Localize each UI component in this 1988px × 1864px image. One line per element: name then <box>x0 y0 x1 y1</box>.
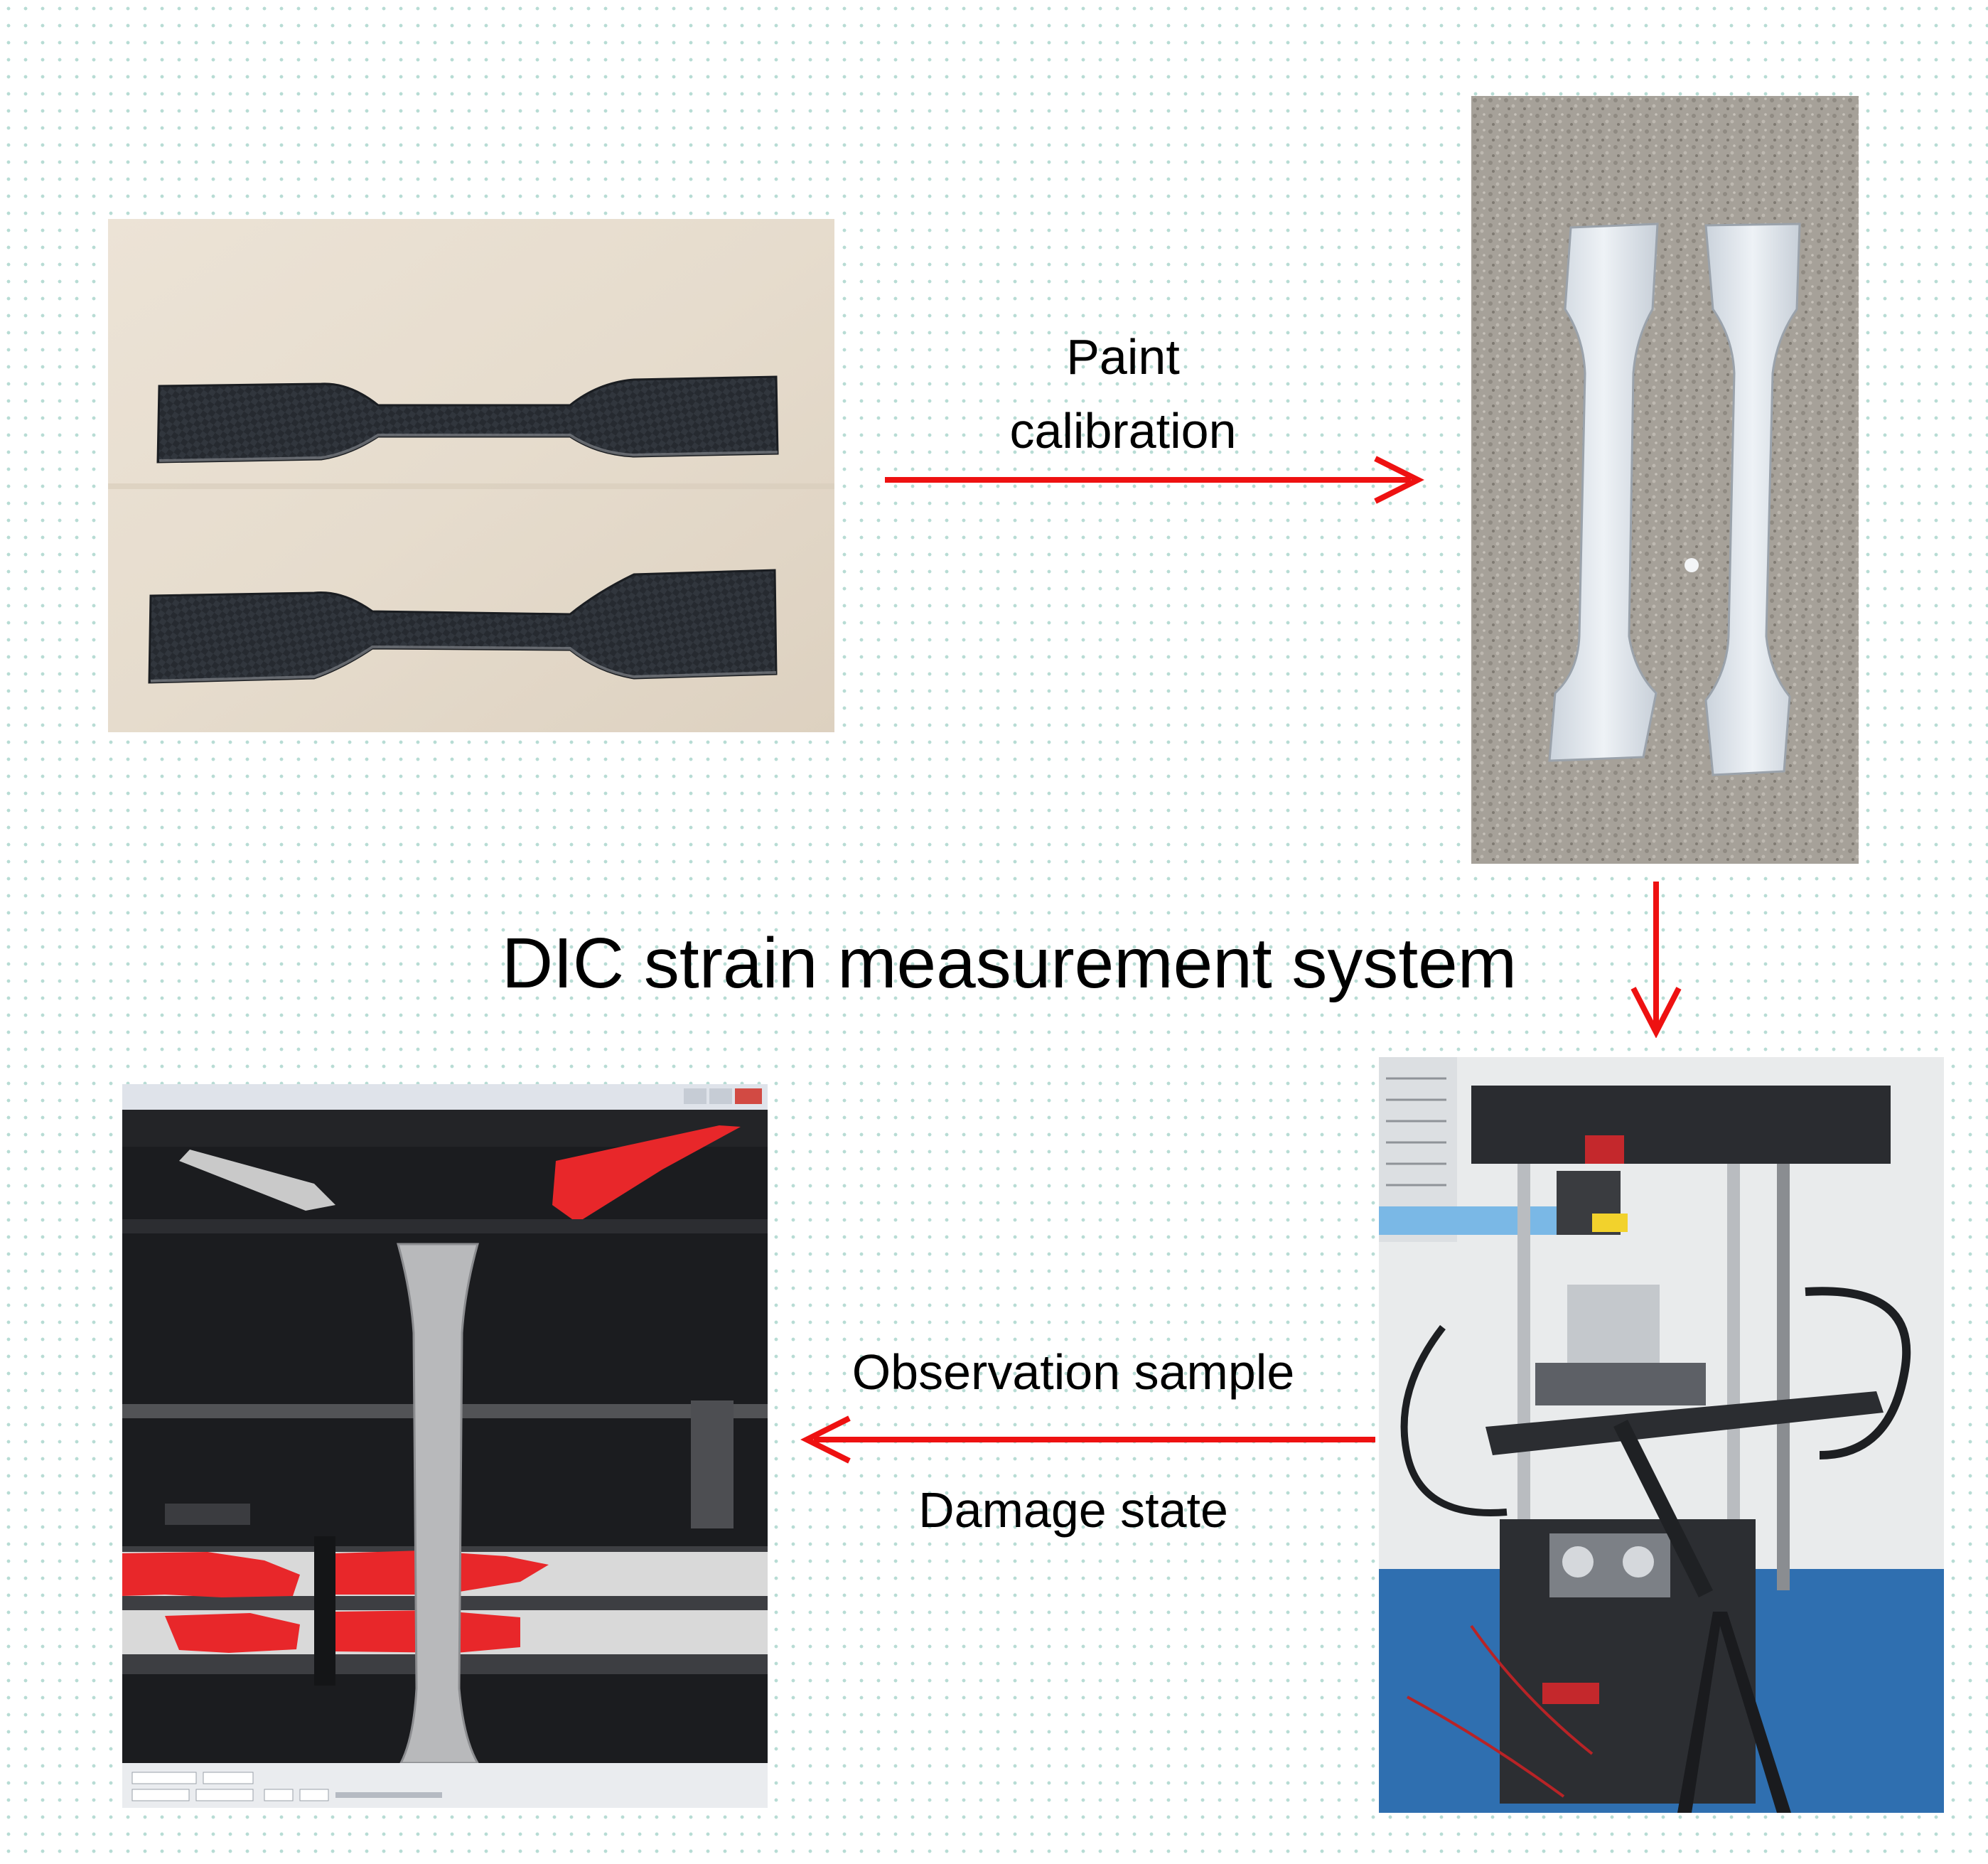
window-title-bar <box>122 1084 768 1110</box>
raw-specimens-photo <box>108 219 834 732</box>
observation-arrow <box>800 1415 1375 1464</box>
left-clamp-marker <box>122 1552 300 1597</box>
painted-specimen-left <box>1548 223 1659 762</box>
diagram-title: DIC strain measurement system <box>501 923 1517 1003</box>
paint-label: Paint <box>1066 329 1180 385</box>
painted-specimen-right <box>1704 223 1801 776</box>
testing-machine-photo <box>1379 1057 1944 1813</box>
dic-software-screenshot <box>122 1084 768 1808</box>
calibration-label: calibration <box>1009 403 1237 459</box>
carbon-specimen-bottom <box>148 569 778 684</box>
damage-state-label: Damage state <box>918 1482 1228 1538</box>
observation-sample-label: Observation sample <box>851 1344 1295 1400</box>
paint-calibration-arrow <box>885 455 1425 505</box>
down-arrow <box>1628 882 1685 1038</box>
painted-specimens-photo <box>1471 96 1859 864</box>
carbon-specimen-top <box>156 375 779 464</box>
